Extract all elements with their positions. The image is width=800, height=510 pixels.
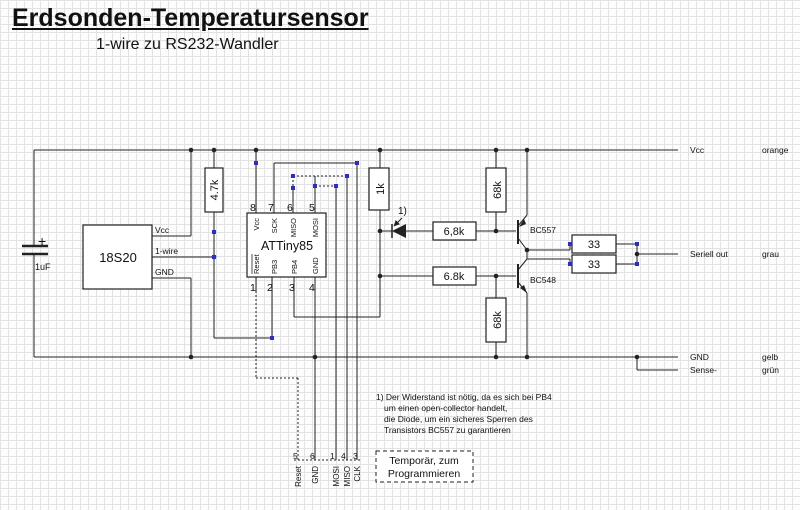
sense-wire bbox=[636, 357, 678, 371]
capacitor-plus-sign: + bbox=[38, 233, 46, 249]
mcu-pin-4-name: GND bbox=[311, 257, 320, 274]
mcu-pin-2-num: 2 bbox=[267, 282, 273, 294]
sensor-pin-gnd: GND bbox=[155, 267, 174, 277]
header-pin-name-clk: CLK bbox=[353, 465, 362, 481]
resistor-33-bottom-label: 33 bbox=[588, 259, 600, 271]
capacitor-label: 1uF bbox=[35, 262, 51, 272]
page-title: Erdsonden-Temperatursensor bbox=[12, 4, 369, 32]
note-reference: 1) bbox=[398, 206, 407, 217]
header-caption-line1: Temporär, zum bbox=[389, 455, 459, 467]
mcu-pin-1-num: 1 bbox=[250, 282, 256, 294]
resistor-6k8-bottom: 6.8k bbox=[380, 266, 516, 298]
footnote-line: um einen open-collector handelt, bbox=[384, 403, 508, 413]
transistor-bc548: BC548 bbox=[517, 250, 571, 357]
mosi-net bbox=[315, 185, 337, 460]
header-pin-name-reset: Reset bbox=[294, 465, 303, 487]
mcu-pin-7-num: 7 bbox=[268, 202, 274, 214]
resistor-6k8-top-label: 6,8k bbox=[444, 226, 465, 238]
header-pin-num-miso: 4 bbox=[341, 451, 346, 461]
footnote-line: die Diode, um ein sicheres Sperren des bbox=[384, 414, 533, 424]
capacitor: + 1uF bbox=[22, 150, 51, 357]
sensor-label: 18S20 bbox=[99, 250, 137, 265]
programming-header: 5 6 1 4 3 Reset GND MOSI MISO CLK Tempor… bbox=[293, 450, 474, 487]
terminal-gnd-color: gelb bbox=[762, 352, 778, 362]
junction-dots bbox=[188, 147, 640, 360]
resistor-68k-top-label: 68k bbox=[492, 181, 504, 199]
sensor-pin-vcc: Vcc bbox=[155, 225, 170, 235]
mcu-label: ATTiny85 bbox=[261, 239, 313, 253]
diode: 1) bbox=[380, 206, 433, 238]
resistor-6k8-bottom-label: 6.8k bbox=[444, 271, 465, 283]
terminal-vcc-color: orange bbox=[762, 145, 789, 155]
header-caption-line2: Programmieren bbox=[388, 468, 461, 480]
transistor-bc548-label: BC548 bbox=[530, 275, 556, 285]
sensor-pin-onewire: 1-wire bbox=[155, 246, 178, 256]
resistor-33-top-label: 33 bbox=[588, 239, 600, 251]
mcu-pin-8-name: Vcc bbox=[252, 218, 261, 231]
mcu-pin-2-name: PB3 bbox=[270, 260, 279, 274]
mcu-pin-3-num: 3 bbox=[289, 282, 295, 294]
mcu-pin-1-name: Reset bbox=[252, 253, 261, 274]
terminal-serial-out-color: grau bbox=[762, 249, 779, 259]
sensor-18s20: 18S20 Vcc 1-wire GND bbox=[82, 150, 214, 357]
footnote: 1) Der Widerstand ist nötig, da es sich … bbox=[376, 392, 552, 436]
resistor-33-top: 33 bbox=[570, 234, 637, 254]
mcu-attiny85: ATTiny85 8 7 6 5 Vcc SCK MISO MOSI 1 2 3… bbox=[246, 150, 327, 357]
mcu-pin-5-num: 5 bbox=[309, 202, 315, 214]
mcu-pin-6-num: 6 bbox=[287, 202, 293, 214]
mcu-pin-5-name: MOSI bbox=[311, 218, 320, 237]
terminal-labels: Vcc orange Seriell out grau GND gelb Sen… bbox=[690, 145, 789, 375]
pin-marker-dots bbox=[212, 161, 639, 340]
terminal-serial-out: Seriell out bbox=[690, 249, 728, 259]
footnote-line: Transistors BC557 zu garantieren bbox=[384, 425, 511, 435]
sck-net bbox=[274, 162, 358, 460]
resistor-68k-top: 68k bbox=[485, 150, 507, 213]
terminal-sense-color: grün bbox=[762, 365, 779, 375]
header-pin-name-mosi: MOSI bbox=[332, 466, 341, 486]
header-pin-num-clk: 3 bbox=[353, 451, 358, 461]
page-subtitle: 1-wire zu RS232-Wandler bbox=[96, 36, 279, 53]
terminal-sense: Sense- bbox=[690, 365, 717, 375]
resistor-1k-label: 1k bbox=[375, 183, 387, 195]
resistor-68k-bottom: 68k bbox=[485, 297, 507, 357]
reset-net bbox=[255, 291, 299, 460]
terminal-vcc: Vcc bbox=[690, 145, 705, 155]
header-pin-name-miso: MISO bbox=[343, 466, 352, 486]
resistor-4k7: 4.7k bbox=[204, 150, 273, 339]
resistor-4k7-label: 4.7k bbox=[209, 179, 221, 200]
mcu-pin-4-num: 4 bbox=[309, 282, 315, 294]
transistor-bc557-label: BC557 bbox=[530, 225, 556, 235]
header-pin-num-gnd: 6 bbox=[310, 451, 315, 461]
footnote-line: 1) Der Widerstand ist nötig, da es sich … bbox=[376, 392, 552, 402]
resistor-68k-bottom-label: 68k bbox=[492, 311, 504, 329]
header-pin-num-mosi: 1 bbox=[330, 451, 335, 461]
terminal-gnd: GND bbox=[690, 352, 709, 362]
mcu-pin-6-name: MISO bbox=[289, 218, 298, 237]
header-pin-num-reset: 5 bbox=[293, 451, 298, 461]
header-pin-name-gnd: GND bbox=[311, 466, 320, 484]
resistor-33-bottom: 33 bbox=[570, 254, 637, 274]
mcu-pin-8-num: 8 bbox=[250, 202, 256, 214]
transistor-bc557: BC557 bbox=[517, 150, 571, 251]
resistor-1k: 1k bbox=[368, 167, 390, 211]
mcu-pin-7-name: SCK bbox=[270, 218, 279, 233]
resistor-6k8-top: 6,8k bbox=[432, 212, 516, 241]
serial-out-net bbox=[636, 244, 678, 264]
mcu-pin-3-name: PB4 bbox=[290, 260, 299, 274]
